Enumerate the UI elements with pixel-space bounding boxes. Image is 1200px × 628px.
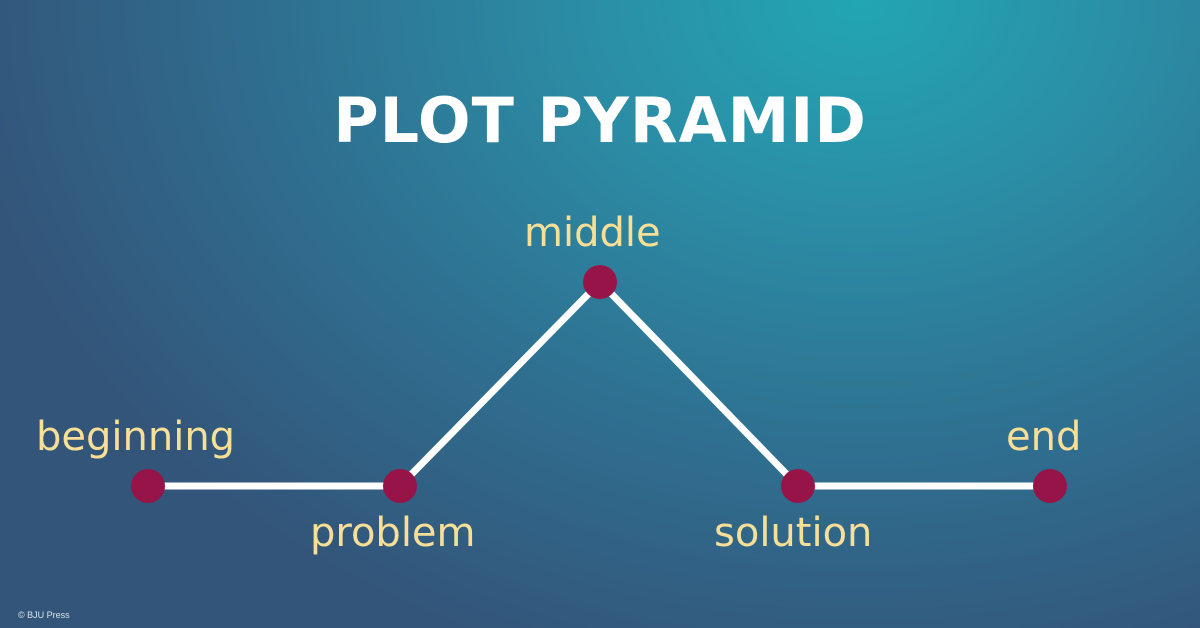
node-solution	[781, 469, 815, 503]
node-middle	[583, 265, 617, 299]
diagram-title: PLOT PYRAMID	[333, 84, 867, 157]
label-middle: middle	[524, 210, 661, 256]
node-problem	[383, 469, 417, 503]
node-beginning	[131, 469, 165, 503]
label-end: end	[1006, 414, 1082, 460]
copyright-notice: © BJU Press	[18, 610, 70, 620]
label-problem: problem	[310, 510, 476, 556]
plot-line	[148, 276, 1050, 490]
node-end	[1033, 469, 1067, 503]
label-solution: solution	[714, 510, 873, 556]
label-beginning: beginning	[36, 414, 236, 460]
